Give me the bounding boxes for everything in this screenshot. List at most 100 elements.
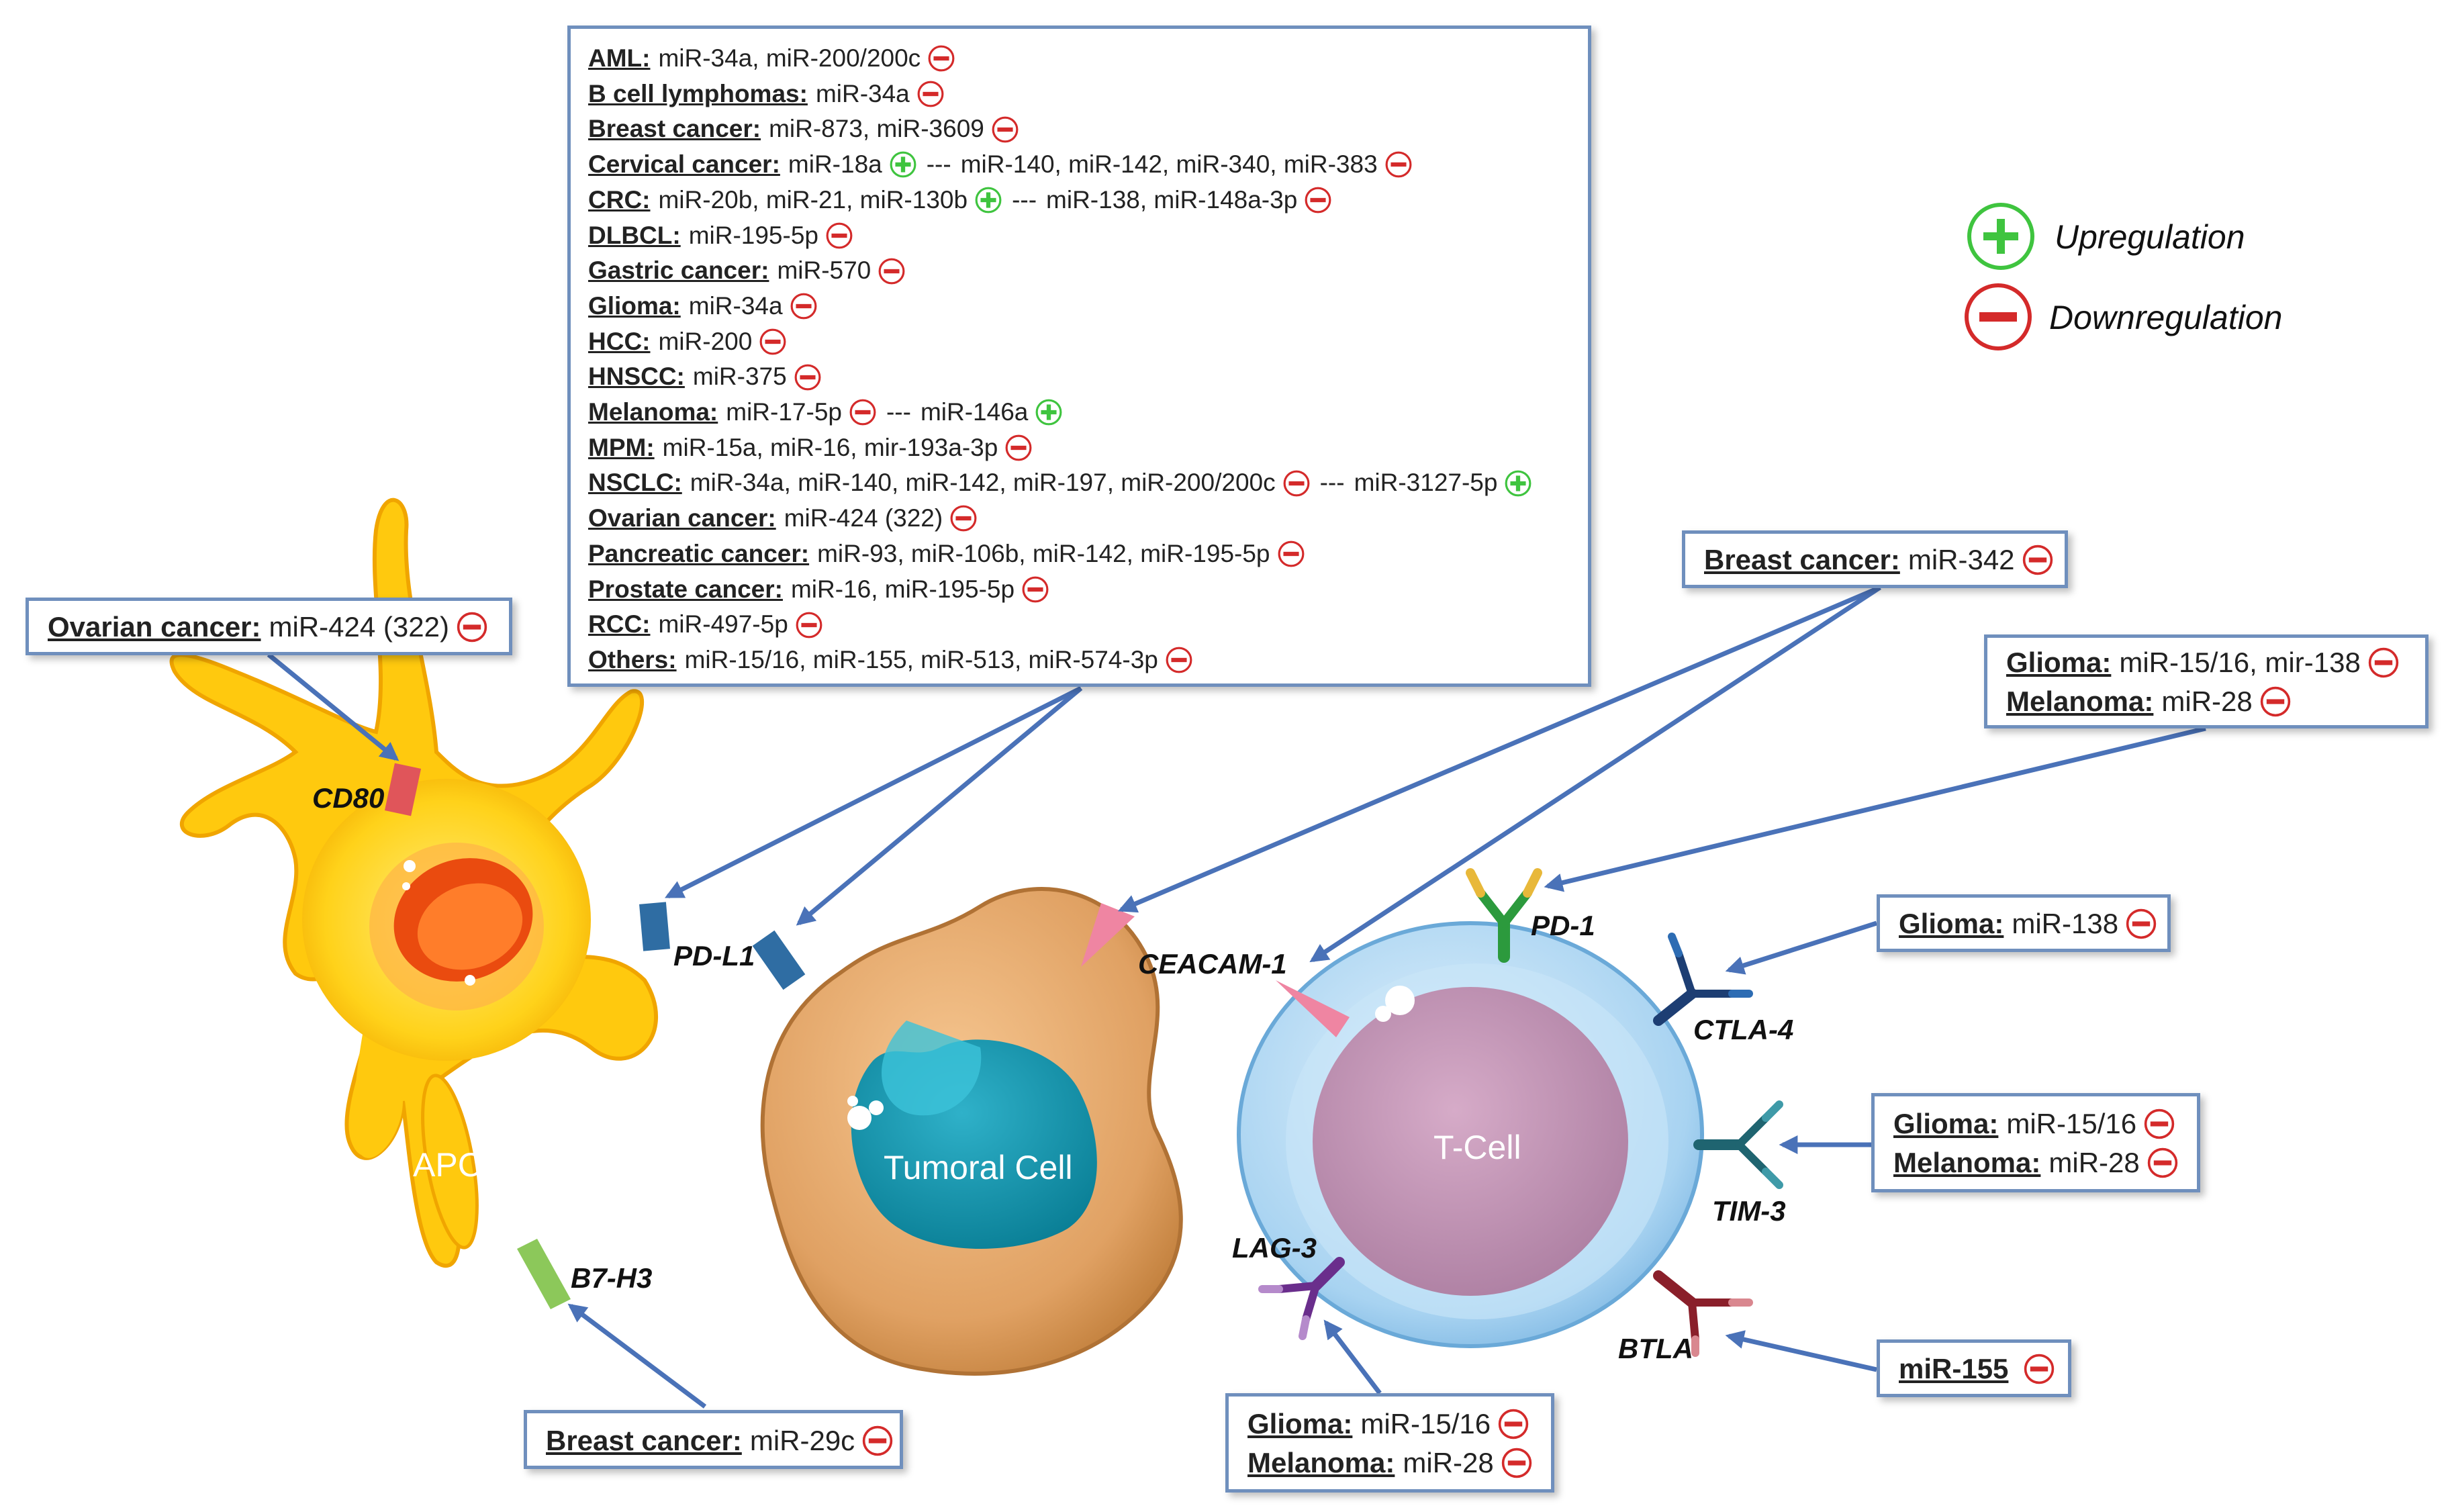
upregulation-icon bbox=[890, 152, 916, 178]
disease-name: MPM: bbox=[588, 433, 655, 461]
downregulation-icon bbox=[826, 222, 853, 249]
disease-entry: Melanoma:miR-28 bbox=[1247, 1444, 1532, 1482]
mirna-list: miR-20b, miR-21, miR-130b bbox=[658, 185, 968, 214]
b7h3-label: B7-H3 bbox=[571, 1262, 653, 1294]
btla-mirna-box: miR-155 bbox=[1877, 1339, 2071, 1397]
mirna-list: miR-34a, miR-140, miR-142, miR-197, miR-… bbox=[690, 469, 1276, 497]
disease-name: Glioma: bbox=[1893, 1108, 1999, 1139]
mirna-list: miR-200 bbox=[658, 327, 753, 355]
downregulation-icon bbox=[1283, 470, 1310, 497]
mirna-list: miR-29c bbox=[749, 1425, 855, 1456]
downregulation-icon bbox=[759, 328, 786, 355]
downregulation-icon bbox=[878, 258, 905, 284]
arrow-ceacam-to-tumor bbox=[1117, 585, 1881, 913]
pd1-receptor bbox=[1466, 868, 1542, 963]
ctla4-receptor bbox=[1653, 933, 1753, 1026]
disease-name: Glioma: bbox=[1899, 908, 2004, 939]
lag3-receptor bbox=[1258, 1257, 1345, 1340]
ctla4-mirna-box: Glioma:miR-138 bbox=[1877, 894, 2171, 952]
disease-name: Breast cancer: bbox=[1704, 544, 1900, 575]
ceacam-mirna-box: Breast cancer:miR-342 bbox=[1682, 530, 2068, 588]
mirna-list: miR-873, miR-3609 bbox=[769, 115, 984, 143]
disease-entry: NSCLC:miR-34a, miR-140, miR-142, miR-197… bbox=[588, 465, 1570, 501]
disease-entry: Glioma:miR-15/16 bbox=[1247, 1405, 1532, 1444]
mirna-list: miR-146a bbox=[920, 398, 1029, 426]
disease-entry: AML:miR-34a, miR-200/200c bbox=[588, 41, 1570, 77]
disease-entry: Breast cancer:miR-29c bbox=[546, 1421, 893, 1460]
cd80-label: CD80 bbox=[312, 782, 385, 814]
mirna-list: miR-15/16 bbox=[2006, 1108, 2137, 1139]
disease-entry: Pancreatic cancer:miR-93, miR-106b, miR-… bbox=[588, 536, 1570, 572]
tumor-cell bbox=[760, 887, 1183, 1376]
downregulation-icon bbox=[862, 1425, 893, 1456]
downregulation-icon bbox=[1022, 576, 1049, 603]
disease-name: Breast cancer: bbox=[546, 1425, 742, 1456]
mirna-list: miR-342 bbox=[1907, 544, 2015, 575]
disease-name: AML: bbox=[588, 44, 651, 72]
disease-entry: Gastric cancer:miR-570 bbox=[588, 253, 1570, 289]
disease-entry: MPM:miR-15a, miR-16, mir-193a-3p bbox=[588, 430, 1570, 466]
disease-entry: Glioma:miR-138 bbox=[1899, 904, 2157, 943]
ceacam1-label: CEACAM-1 bbox=[1138, 948, 1287, 980]
mirna-list: miR-17-5p bbox=[726, 398, 842, 426]
tim3-receptor bbox=[1693, 1100, 1783, 1189]
mirna-list: miR-195-5p bbox=[688, 221, 818, 249]
downregulation-icon bbox=[1501, 1448, 1532, 1478]
downregulation-icon bbox=[2260, 686, 2290, 717]
mirna-list: miR-93, miR-106b, miR-142, miR-195-5p bbox=[817, 539, 1270, 567]
mirna-list: miR-424 (322) bbox=[784, 504, 943, 532]
downregulation-icon bbox=[1278, 540, 1304, 567]
disease-name: HCC: bbox=[588, 327, 651, 355]
arrow-cd80 bbox=[267, 653, 399, 761]
disease-name: Ovarian cancer: bbox=[588, 504, 776, 532]
disease-name: Melanoma: bbox=[1247, 1447, 1395, 1478]
mirna-list: miR-375 bbox=[692, 363, 787, 391]
disease-entry: CRC:miR-20b, miR-21, miR-130b---miR-138,… bbox=[588, 183, 1570, 218]
btla-receptor bbox=[1653, 1270, 1753, 1357]
downregulation-icon bbox=[2144, 1108, 2175, 1139]
disease-name: DLBCL: bbox=[588, 221, 681, 249]
disease-name: Prostate cancer: bbox=[588, 575, 783, 603]
disease-entry: HCC:miR-200 bbox=[588, 324, 1570, 360]
arrow-main-to-pdl1-tumor bbox=[796, 686, 1083, 926]
separator: --- bbox=[926, 150, 951, 179]
upregulation-icon bbox=[975, 187, 1002, 214]
downregulation-icon bbox=[2147, 1147, 2177, 1178]
arrow-lag3 bbox=[1323, 1319, 1382, 1395]
disease-entry: Cervical cancer:miR-18a---miR-140, miR-1… bbox=[588, 147, 1570, 183]
downregulation-icon bbox=[917, 81, 944, 107]
upregulation-label: Upregulation bbox=[2055, 218, 2245, 256]
downregulation-icon bbox=[796, 612, 822, 639]
disease-entry: miR-155 bbox=[1899, 1350, 2055, 1388]
downregulation-icon bbox=[992, 116, 1019, 143]
pdl1-receptor-tumor bbox=[752, 930, 806, 990]
downregulation-icon bbox=[1498, 1409, 1529, 1439]
mirna-list: miR-28 bbox=[2048, 1147, 2140, 1178]
disease-entry: Ovarian cancer:miR-424 (322) bbox=[48, 608, 490, 647]
mirna-list: miR-18a bbox=[788, 150, 882, 179]
disease-name: miR-155 bbox=[1899, 1353, 2009, 1384]
arrows bbox=[267, 585, 2206, 1409]
disease-entry: Prostate cancer:miR-16, miR-195-5p bbox=[588, 572, 1570, 608]
disease-name: HNSCC: bbox=[588, 363, 685, 391]
disease-entry: Melanoma:miR-28 bbox=[1893, 1143, 2178, 1182]
disease-entry: Glioma:miR-34a bbox=[588, 289, 1570, 324]
disease-entry: Melanoma:miR-28 bbox=[2006, 682, 2406, 721]
downregulation-icon bbox=[1385, 152, 1412, 178]
b7h3-mirna-box: Breast cancer:miR-29c bbox=[524, 1410, 903, 1469]
disease-name: Melanoma: bbox=[1893, 1147, 2041, 1178]
disease-name: Cervical cancer: bbox=[588, 150, 780, 179]
upregulation-icon bbox=[1505, 470, 1532, 497]
downregulation-icon bbox=[1005, 434, 1032, 461]
disease-name: Pancreatic cancer: bbox=[588, 539, 810, 567]
upregulation-icon bbox=[1967, 203, 2034, 270]
cd80-mirna-box: Ovarian cancer:miR-424 (322) bbox=[26, 598, 512, 655]
mirna-list: miR-34a bbox=[688, 291, 783, 320]
downregulation-icon bbox=[950, 506, 977, 532]
